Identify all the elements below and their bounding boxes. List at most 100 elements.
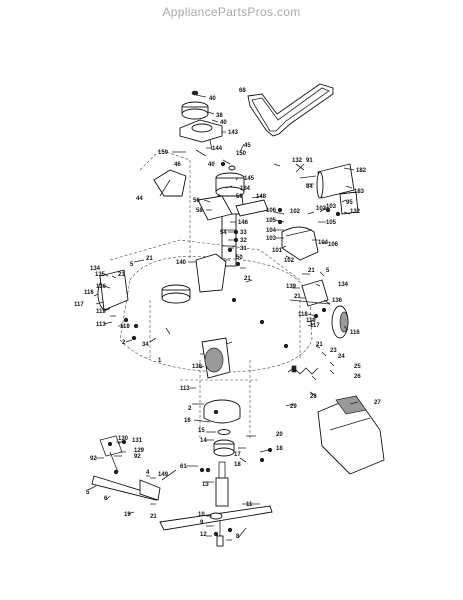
callout: 20 [276,432,283,438]
callout: 40 [209,96,216,102]
callout: 1 [158,358,162,364]
callout: 21 [244,276,251,282]
callout: 150 [236,151,247,157]
callout: 21 [118,272,125,278]
callout: 33 [240,230,247,236]
callout: 103 [326,204,337,210]
callout: 182 [356,168,367,174]
callout: 44 [136,196,143,202]
callout: 2 [122,340,126,346]
callout: 117 [310,323,320,329]
callout: 13 [202,482,209,488]
callout: 149 [158,472,169,478]
callout: 116 [84,290,94,296]
callout: 6 [104,496,108,502]
callout: 34 [142,342,149,348]
callout: 59 [236,194,243,200]
callout: 139 [286,284,297,290]
callout: 58 [196,208,203,214]
callout: 132 [292,158,303,164]
callout: 21 [308,268,315,274]
callout: 131 [132,438,143,444]
callout: 102 [284,258,295,264]
callout: 15 [198,428,205,434]
callout: 92 [90,456,97,462]
watermark-text: AppliancePartsPros.com [162,5,301,19]
callout: 103 [266,236,277,242]
callout: 2 [188,406,192,412]
callout: 136 [96,284,107,290]
callout: 25 [354,364,361,370]
callout: 18 [234,462,241,468]
callout: 38 [216,113,223,119]
callout: 45 [244,143,251,149]
callout: 184 [240,186,251,192]
callout: 21 [294,294,301,300]
callout: 21 [146,256,153,262]
callout: 159 [158,150,169,156]
callout: 26 [354,374,361,380]
callout: 8 [236,534,240,540]
callout: 17 [234,452,241,458]
callout: 106 [328,242,339,248]
callout: 14 [200,438,207,444]
callout-labels: 68 40 38 40 143 144 45 150 159 40 145 46… [74,88,381,540]
callout: 21 [150,514,157,520]
callout: 16 [184,418,191,424]
callout: 104 [318,240,329,246]
callout: 129 [134,448,145,454]
callout: 106 [266,208,277,214]
callout: 54 [220,230,227,236]
callout: 40 [220,120,227,126]
callout: 116 [350,330,360,336]
callout: 27 [374,400,381,406]
mower-deck-outline [119,256,313,373]
callout: 92 [134,454,141,460]
belt-guard-44 [153,169,187,197]
callout: 101 [272,248,283,254]
callout: 134 [338,282,349,288]
callout: 113 [180,386,190,392]
callout: 32 [240,238,247,244]
callout: 146 [238,220,249,226]
callout: 104 [266,228,277,234]
callout: 119 [96,309,106,315]
callout: 28 [310,394,317,400]
callout: 132 [350,209,361,215]
callout: 130 [118,436,129,442]
callout: 118 [120,324,130,330]
callout: 46 [174,162,181,168]
callout: 117 [74,302,84,308]
callout: 113 [96,322,106,328]
callout: 9 [200,520,204,526]
callout: 11 [246,502,253,508]
callout: 4 [146,470,150,476]
callout: 95 [346,200,353,206]
callout: 102 [316,206,327,212]
callout: 5 [130,262,134,268]
callout: 135 [95,272,106,278]
callout: 61 [180,464,187,470]
callout: 136 [332,298,343,304]
callout: 24 [338,354,345,360]
callout: 140 [176,260,187,266]
callout: 84 [306,184,313,190]
callout: 119 [306,318,316,324]
callout: 138 [192,364,203,370]
callout: 5 [326,268,330,274]
callout: 31 [240,246,247,252]
callout: 12 [200,532,207,538]
callout: 105 [326,220,337,226]
callout: 18 [276,446,283,452]
callout: 183 [354,189,365,195]
callout: 118 [298,312,308,318]
callout: 145 [244,176,255,182]
callout: 105 [266,218,277,224]
callout: 10 [198,512,205,518]
callout: 56 [193,198,200,204]
callout: 50 [236,255,243,261]
callout: 148 [256,194,267,200]
callout: 102 [290,209,301,215]
callout: 29 [290,404,297,410]
